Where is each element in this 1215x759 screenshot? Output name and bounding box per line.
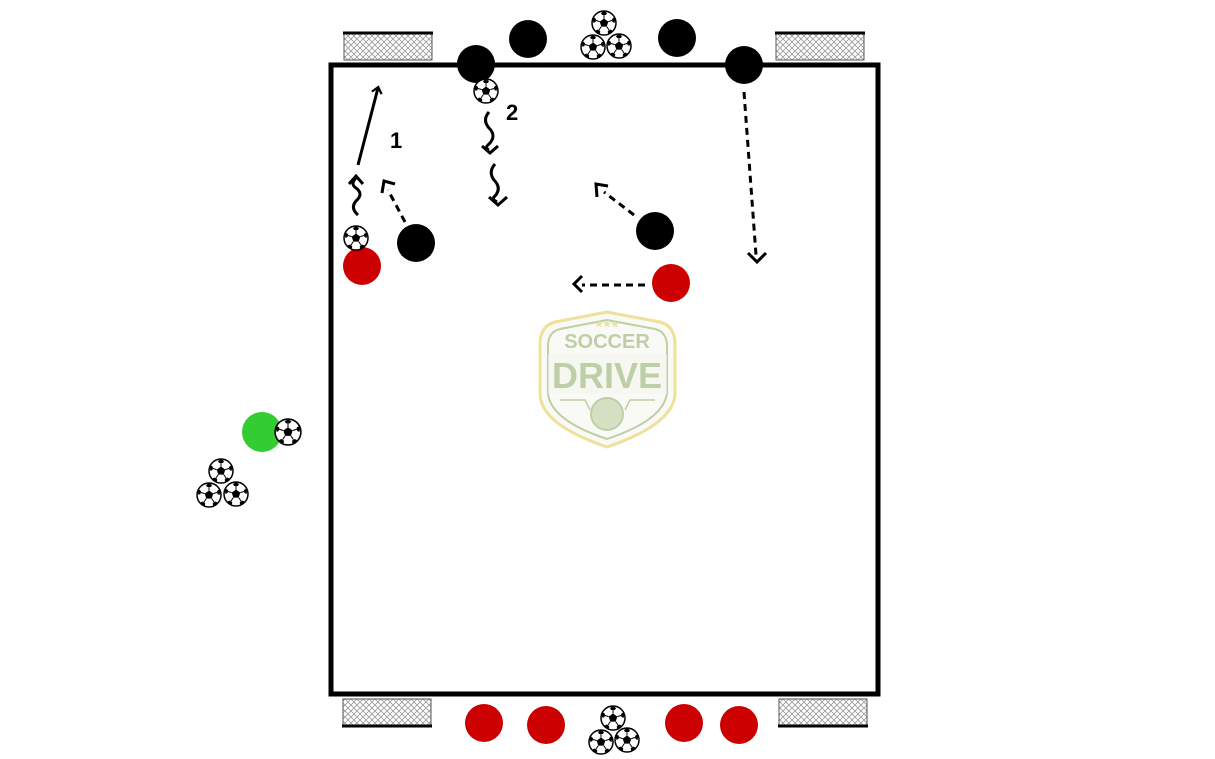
soccer-ball-icon xyxy=(606,33,632,59)
soccer-ball-icon xyxy=(196,482,222,508)
soccer-ball-icon xyxy=(473,78,499,104)
run-arrow-1 xyxy=(386,189,407,223)
goal-top-left xyxy=(343,31,433,61)
red-player xyxy=(720,706,758,744)
red-player xyxy=(465,704,503,742)
soccer-ball-icon xyxy=(600,705,626,731)
run-arrow-2 xyxy=(603,190,635,217)
shot-arrow xyxy=(356,85,383,166)
logo-text-drive: DRIVE xyxy=(552,355,662,396)
green-server-player xyxy=(242,412,282,452)
black-player xyxy=(397,224,435,262)
soccer-ball-icon xyxy=(588,729,614,755)
sequence-label-2: 2 xyxy=(506,100,518,125)
soccer-ball-icon xyxy=(274,418,302,446)
red-player xyxy=(343,247,381,285)
soccer-ball-icon xyxy=(223,481,249,507)
black-player xyxy=(636,212,674,250)
goal-bottom-left xyxy=(342,698,432,728)
sequence-label-1: 1 xyxy=(390,128,402,153)
red-player xyxy=(527,706,565,744)
red-player xyxy=(665,704,703,742)
red-player xyxy=(652,264,690,302)
run-arrow-4 xyxy=(742,91,758,256)
soccer-ball-icon xyxy=(614,727,640,753)
black-player xyxy=(509,20,547,58)
dribble-path-1 xyxy=(351,176,362,217)
black-player xyxy=(658,19,696,57)
dribble-path-2 xyxy=(484,111,495,152)
logo-text-soccer: SOCCER xyxy=(564,331,650,353)
soccer-drive-logo: ★★★ SOCCER DRIVE xyxy=(538,310,677,449)
logo-stars: ★★★ xyxy=(595,319,620,329)
soccer-ball-icon xyxy=(580,34,606,60)
logo-ball-icon xyxy=(590,397,624,431)
goal-top-right xyxy=(775,31,865,61)
goal-bottom-right xyxy=(778,698,868,728)
dribble-arrowhead-1 xyxy=(347,173,365,185)
soccer-ball-icon xyxy=(343,225,369,251)
black-player xyxy=(725,46,763,84)
soccer-ball-icon xyxy=(208,458,234,484)
black-player xyxy=(457,45,495,83)
soccer-ball-icon xyxy=(591,10,617,36)
